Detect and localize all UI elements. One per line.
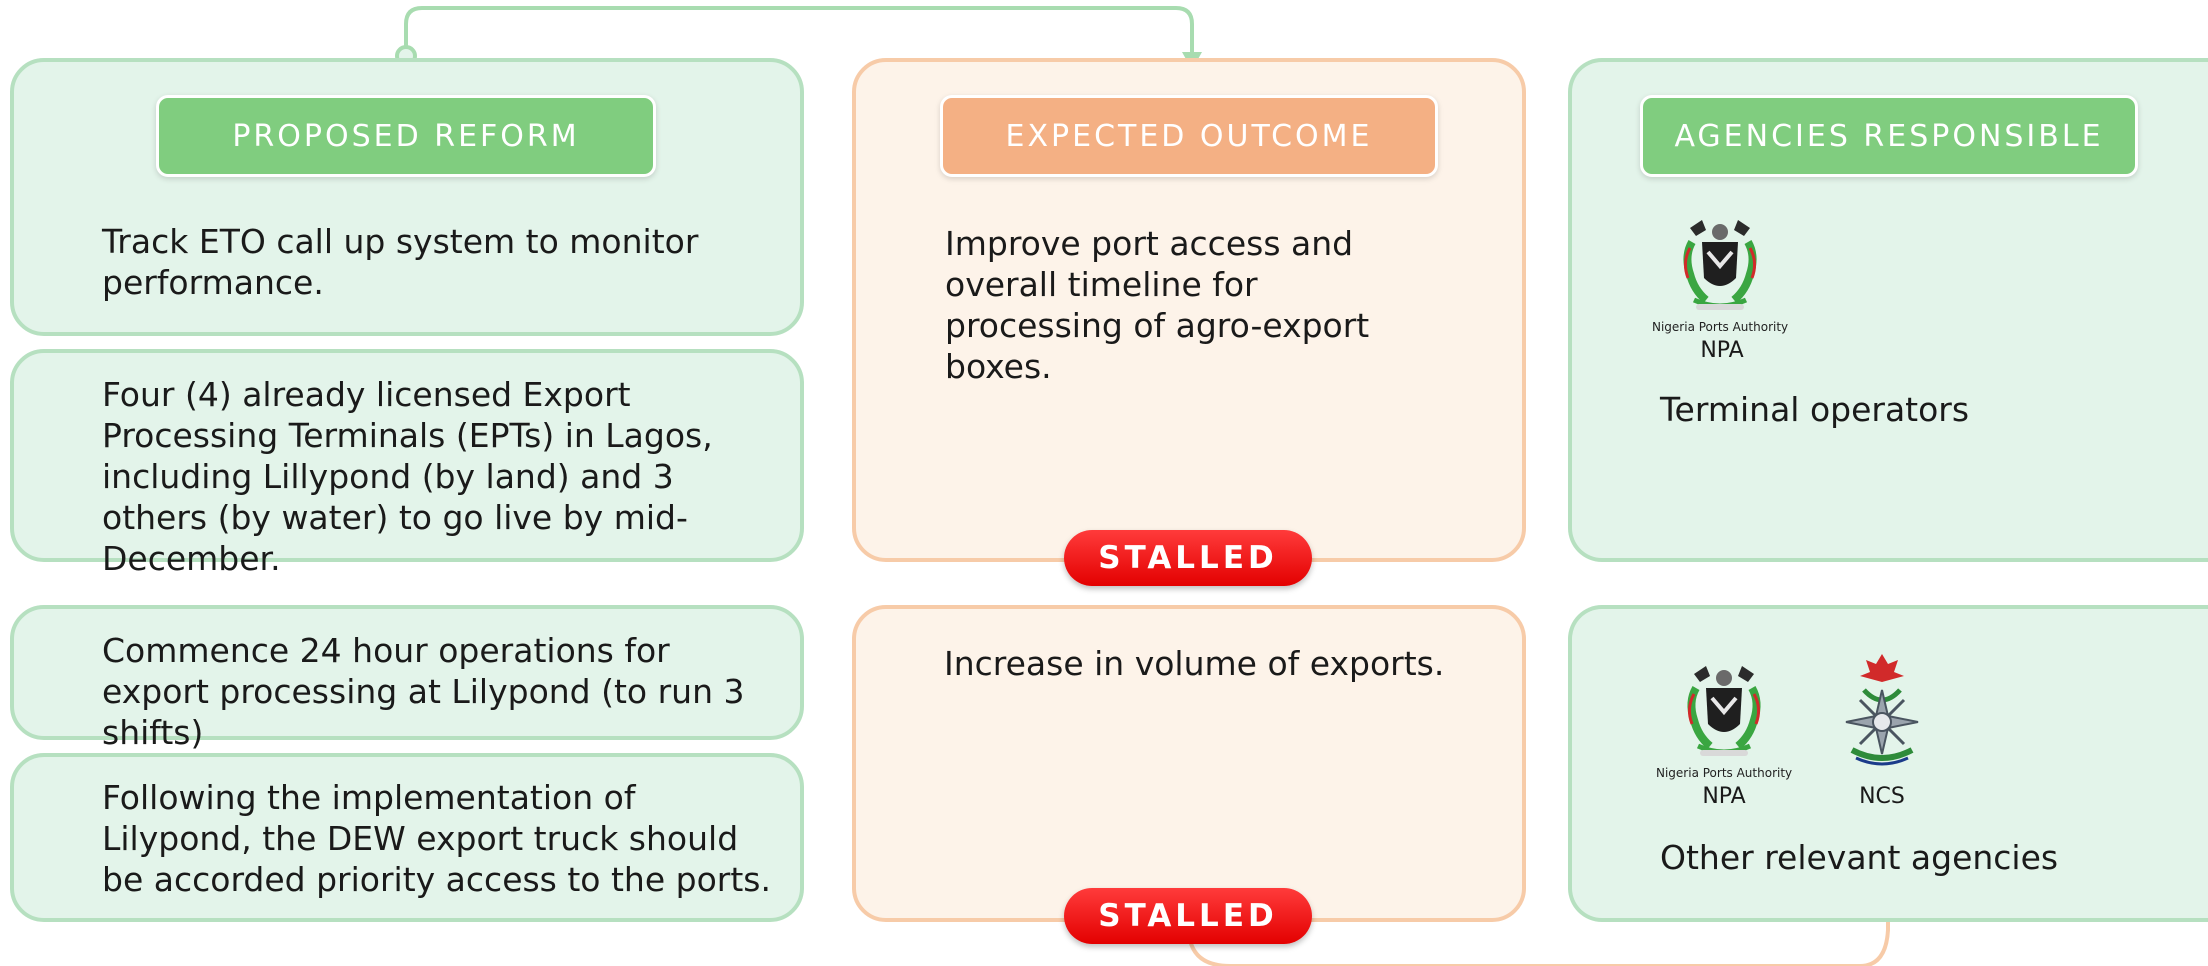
npa-label: NPA (1700, 338, 1744, 363)
status-badge-stalled-2: STALLED (1064, 888, 1312, 944)
connector-top-arrow (404, 6, 1194, 56)
header-expected-outcome: EXPECTED OUTCOME (940, 95, 1438, 177)
agency-text-1: Terminal operators (1660, 390, 1970, 429)
reform-box-4 (10, 753, 804, 922)
header-proposed-reform-label: PROPOSED REFORM (232, 118, 580, 154)
reform-text-1: Track ETO call up system to monitor perf… (102, 222, 699, 302)
reform-box-2 (10, 349, 804, 562)
npa-logo (1683, 220, 1757, 310)
outcome-box-2 (852, 605, 1526, 922)
reform-box-3 (10, 605, 804, 740)
reform-text-2: Four (4) already licensed Export Process… (102, 375, 713, 578)
status-badge-stalled-1: STALLED (1064, 530, 1312, 586)
outcome-text-1: Improve port access and overall timeline… (945, 224, 1370, 386)
header-expected-outcome-label: EXPECTED OUTCOME (1005, 118, 1373, 154)
header-agencies-responsible: AGENCIES RESPONSIBLE (1640, 95, 2138, 177)
agency-text-2: Other relevant agencies (1660, 838, 2059, 877)
header-agencies-responsible-label: AGENCIES RESPONSIBLE (1674, 118, 2104, 154)
npa-logo-caption: Nigeria Ports Authority (1652, 320, 1789, 334)
ncs-logo (1845, 654, 1919, 766)
npa-label: NPA (1702, 784, 1746, 809)
status-badge-label: STALLED (1098, 898, 1278, 934)
reform-text-3: Commence 24 hour operations for export p… (102, 631, 745, 752)
ncs-label: NCS (1859, 784, 1905, 809)
npa-logo (1687, 666, 1761, 756)
outcome-text-2: Increase in volume of exports. (944, 644, 1445, 683)
npa-logo-caption: Nigeria Ports Authority (1656, 766, 1793, 780)
status-badge-label: STALLED (1098, 540, 1278, 576)
header-proposed-reform: PROPOSED REFORM (156, 95, 656, 177)
reform-text-4: Following the implementation of Lilypond… (102, 778, 771, 899)
